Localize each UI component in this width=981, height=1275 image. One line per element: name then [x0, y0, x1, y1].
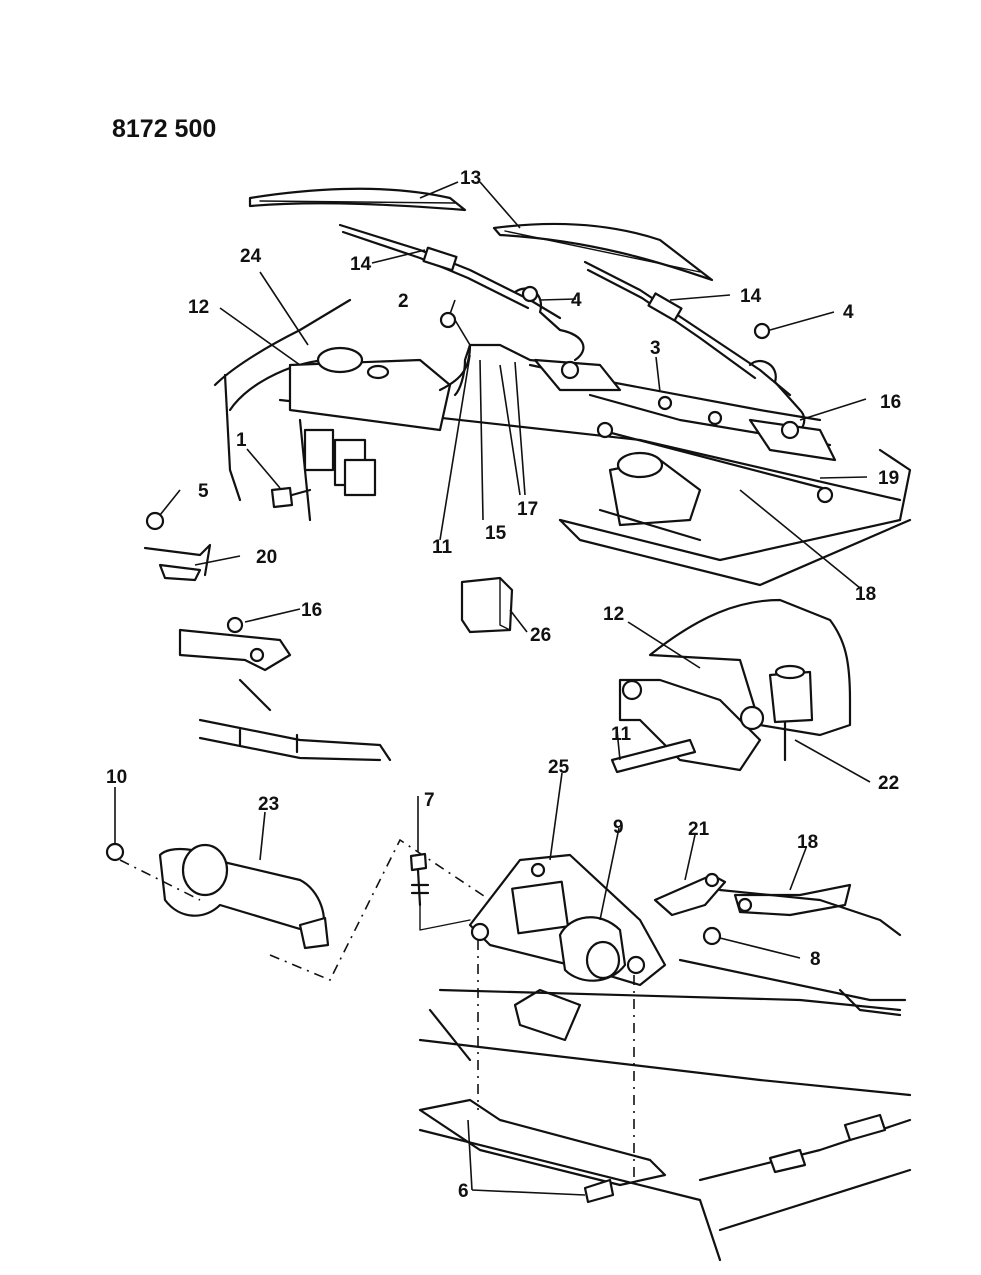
- callout-8: 8: [810, 949, 821, 970]
- callout-16: 16: [301, 600, 322, 621]
- callout-4: 4: [571, 290, 582, 311]
- callout-4: 4: [843, 302, 854, 323]
- crank-arm-21: [653, 872, 727, 917]
- link-rod-18: [733, 883, 852, 917]
- wiper-arm-left: [338, 223, 585, 362]
- wiper-blade-left: [248, 187, 467, 212]
- wiper-motor-mount-assembly: [468, 853, 667, 1042]
- callout-17: 17: [517, 499, 538, 520]
- wiper-pivot-bracket: [143, 543, 392, 762]
- linkage-drive: [528, 358, 837, 504]
- callout-20: 20: [256, 547, 277, 568]
- callouts: 13 24 14 2 4 14 4 12 3 16 1 19 5 11 15 1…: [106, 168, 901, 1202]
- callout-23: 23: [258, 794, 279, 815]
- washer-hose: [438, 343, 577, 397]
- callout-26: 26: [530, 625, 551, 646]
- washer-reservoir: [288, 346, 452, 432]
- callout-12: 12: [188, 297, 209, 318]
- callout-25: 25: [548, 757, 570, 778]
- nut-4b: [753, 322, 771, 340]
- callout-9: 9: [613, 817, 624, 838]
- nut-4a: [521, 285, 539, 303]
- callout-24: 24: [240, 246, 262, 267]
- floor-pan-lower: [418, 940, 912, 1262]
- callout-13: 13: [460, 168, 481, 189]
- callout-12: 12: [603, 604, 624, 625]
- callout-18: 18: [855, 584, 876, 605]
- callout-16: 16: [880, 392, 901, 413]
- callout-1: 1: [236, 430, 247, 451]
- callout-6: 6: [458, 1181, 469, 1202]
- callout-22: 22: [878, 773, 899, 794]
- callout-5: 5: [198, 481, 209, 502]
- callout-10: 10: [106, 767, 127, 788]
- callout-11: 11: [432, 537, 453, 558]
- screw-10: [105, 842, 125, 862]
- callout-3: 3: [650, 338, 661, 359]
- callout-18: 18: [797, 832, 818, 853]
- wiper-blade-right: [492, 222, 714, 282]
- bracket-cowl-right: [678, 888, 907, 1017]
- nut-5: [145, 511, 165, 531]
- wiper-motor-23: [119, 838, 491, 982]
- callout-11: 11: [611, 724, 632, 745]
- cowl-panel: [213, 298, 912, 587]
- bolt-7: [409, 852, 471, 931]
- module-26: [460, 576, 514, 634]
- nut-2: [439, 311, 457, 329]
- washer-reservoir-detail: [618, 598, 852, 772]
- nut-8: [702, 926, 722, 946]
- wiper-motor-installed: [598, 451, 702, 542]
- bolt-1: [270, 486, 312, 509]
- wiper-arm-right: [583, 260, 806, 433]
- callout-19: 19: [878, 468, 899, 489]
- diagram-code: 8172 500: [112, 115, 216, 143]
- callout-21: 21: [688, 819, 710, 840]
- callout-15: 15: [485, 523, 507, 544]
- callout-14: 14: [350, 254, 372, 275]
- leader-lines: [114, 181, 871, 1196]
- callout-7: 7: [424, 790, 435, 811]
- callout-2: 2: [398, 291, 409, 312]
- hose-11: [610, 738, 697, 774]
- callout-14: 14: [740, 286, 762, 307]
